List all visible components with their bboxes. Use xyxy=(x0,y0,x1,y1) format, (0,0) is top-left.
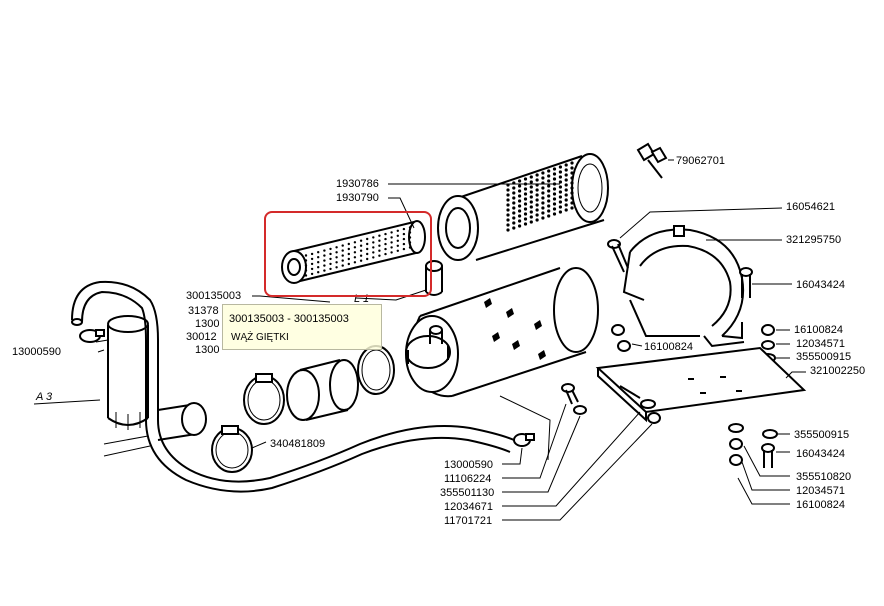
nut-11701721[interactable] xyxy=(647,412,661,424)
label-1300-a[interactable]: 1300 xyxy=(195,318,219,330)
label-12034571-b[interactable]: 12034571 xyxy=(796,485,845,497)
label-16100824-b[interactable]: 16100824 xyxy=(796,499,845,511)
selection-highlight xyxy=(264,211,432,297)
breather-hose[interactable] xyxy=(71,280,515,493)
label-355510820[interactable]: 355510820 xyxy=(796,471,851,483)
label-16100824-mid[interactable]: 16100824 xyxy=(644,341,693,353)
air-filter-housing[interactable] xyxy=(405,267,599,398)
label-16100824-a[interactable]: 16100824 xyxy=(794,324,843,336)
nut-16100824-a[interactable] xyxy=(761,324,775,336)
label-1930786[interactable]: 1930786 xyxy=(336,178,379,190)
label-16054621[interactable]: 16054621 xyxy=(786,201,835,213)
mounting-band[interactable] xyxy=(622,225,745,348)
bolt-16043424-bottom[interactable] xyxy=(761,443,775,468)
label-11106224[interactable]: 11106224 xyxy=(444,473,491,485)
label-11701721[interactable]: 11701721 xyxy=(444,515,492,527)
bolt-11106224[interactable] xyxy=(561,383,579,405)
exhaust-pipe[interactable] xyxy=(95,315,149,430)
label-300135003[interactable]: 300135003 xyxy=(186,290,241,302)
washer-12034571-a[interactable] xyxy=(761,340,775,350)
label-16043424-bottom[interactable]: 16043424 xyxy=(796,448,845,460)
label-16043424-top[interactable]: 16043424 xyxy=(796,279,845,291)
inner-filter-cartridge[interactable] xyxy=(281,220,426,284)
outer-filter-cartridge[interactable] xyxy=(437,153,609,261)
label-12034671[interactable]: 12034671 xyxy=(444,501,493,513)
nut-16100824-mid[interactable] xyxy=(611,324,631,352)
washer-lower-center[interactable] xyxy=(762,429,778,439)
label-30012[interactable]: 30012 xyxy=(186,331,217,343)
bolt-16054621[interactable] xyxy=(607,239,629,273)
rubber-sleeve[interactable] xyxy=(286,359,359,421)
part-tooltip: 300135003 - 300135003 WĄŻ GIĘTKI xyxy=(222,304,382,350)
label-79062701[interactable]: 79062701 xyxy=(676,155,725,167)
washer-355501130[interactable] xyxy=(573,405,587,415)
label-355501130[interactable]: 355501130 xyxy=(440,487,494,499)
label-31378[interactable]: 31378 xyxy=(188,305,219,317)
label-321002250[interactable]: 321002250 xyxy=(810,365,865,377)
label-1930790[interactable]: 1930790 xyxy=(336,192,379,204)
leader-lines xyxy=(33,159,806,521)
washer-355500915-b[interactable] xyxy=(728,423,744,433)
label-12034571-a[interactable]: 12034571 xyxy=(796,338,845,350)
hose-clamp-right[interactable] xyxy=(513,433,535,447)
sealing-ring[interactable] xyxy=(357,345,395,395)
label-355500915-b[interactable]: 355500915 xyxy=(794,429,849,441)
support-plate[interactable] xyxy=(595,346,807,423)
label-13000590-right[interactable]: 13000590 xyxy=(444,459,493,471)
label-340481809[interactable]: 340481809 xyxy=(270,438,325,450)
hose-clamp-left[interactable] xyxy=(79,329,105,343)
hose-clamp-upper[interactable] xyxy=(243,373,285,425)
label-1300-b[interactable]: 1300 xyxy=(195,344,219,356)
label-13000590-left[interactable]: 13000590 xyxy=(12,346,61,358)
hose-clamp-lower[interactable] xyxy=(211,425,253,473)
label-321295750[interactable]: 321295750 xyxy=(786,234,841,246)
label-355500915-a[interactable]: 355500915 xyxy=(796,351,851,363)
nut-16100824-b[interactable] xyxy=(729,454,743,466)
part-labels: 79062701 1930786 1930790 16054621 321295… xyxy=(12,155,865,527)
tooltip-title: 300135003 - 300135003 xyxy=(229,313,349,325)
washer-12034671[interactable] xyxy=(640,399,656,409)
label-a3: A 3 xyxy=(35,391,53,403)
nut-355510820[interactable] xyxy=(729,438,743,450)
wing-nut[interactable] xyxy=(636,142,668,179)
bolt-16043424-top[interactable] xyxy=(739,267,753,298)
tooltip-subtitle: WĄŻ GIĘTKI xyxy=(231,332,289,343)
intake-tube[interactable] xyxy=(103,402,207,457)
